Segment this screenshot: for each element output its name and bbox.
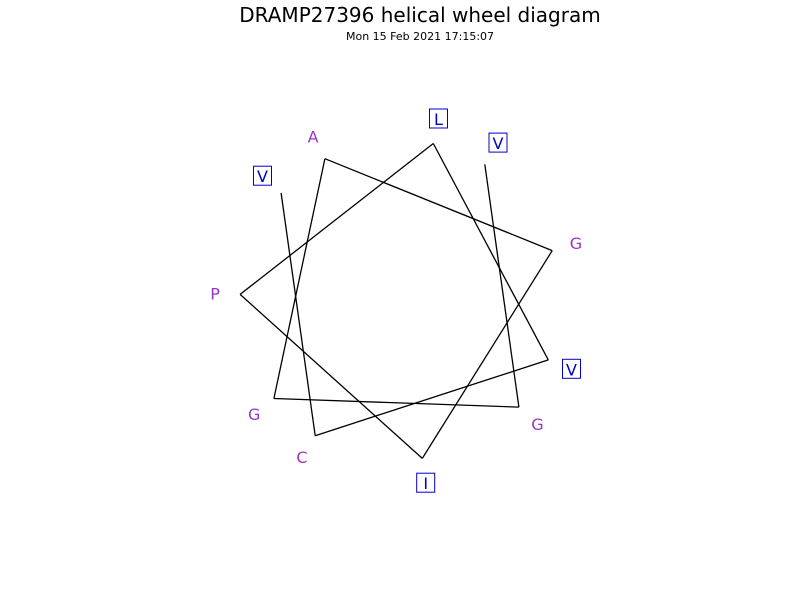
residue-label: V bbox=[488, 132, 508, 153]
hydrophobic-residue-box bbox=[488, 132, 508, 153]
residue-letter: L bbox=[434, 110, 443, 129]
residue-letter: C bbox=[296, 448, 307, 467]
hydrophobic-residue-box bbox=[253, 165, 272, 186]
residue-label: V bbox=[253, 165, 272, 186]
wheel-connector-lines bbox=[239, 142, 553, 459]
residue-letter: I bbox=[423, 474, 428, 493]
residue-letter: V bbox=[493, 134, 504, 153]
residue-letter: G bbox=[531, 415, 543, 434]
residue-letter: P bbox=[210, 285, 220, 304]
hydrophobic-residue-box bbox=[429, 108, 448, 129]
wheel-connector-line bbox=[324, 158, 553, 252]
residue-label: G bbox=[531, 415, 543, 434]
residue-label: G bbox=[248, 405, 260, 424]
wheel-connector-line bbox=[239, 293, 423, 459]
hydrophobic-residue-box bbox=[416, 472, 436, 493]
residue-label: L bbox=[429, 108, 448, 129]
residue-letter: A bbox=[308, 128, 319, 147]
diagram-timestamp: Mon 15 Feb 2021 17:15:07 bbox=[346, 30, 494, 43]
wheel-connector-line bbox=[314, 359, 549, 437]
diagram-title: DRAMP27396 helical wheel diagram bbox=[239, 3, 600, 27]
residue-label: G bbox=[570, 234, 582, 253]
residue-label: A bbox=[308, 128, 319, 147]
wheel-connector-line bbox=[273, 397, 519, 408]
residue-label: P bbox=[210, 285, 220, 304]
hydrophobic-residue-box bbox=[562, 358, 581, 379]
residue-letter: V bbox=[257, 167, 268, 186]
residue-label: V bbox=[562, 358, 581, 379]
wheel-connector-line bbox=[484, 164, 520, 408]
residue-label: C bbox=[296, 448, 307, 467]
residue-letter: G bbox=[570, 234, 582, 253]
wheel-connector-line bbox=[280, 192, 316, 436]
residue-label: I bbox=[416, 472, 436, 493]
wheel-connector-line bbox=[239, 142, 434, 295]
residue-letter: G bbox=[248, 405, 260, 424]
wheel-connector-line bbox=[273, 158, 326, 399]
residue-letter: V bbox=[566, 360, 577, 379]
wheel-residue-labels: V G G A G I P L V C V bbox=[210, 108, 582, 493]
wheel-connector-line bbox=[421, 250, 553, 459]
wheel-connector-line bbox=[432, 143, 549, 361]
